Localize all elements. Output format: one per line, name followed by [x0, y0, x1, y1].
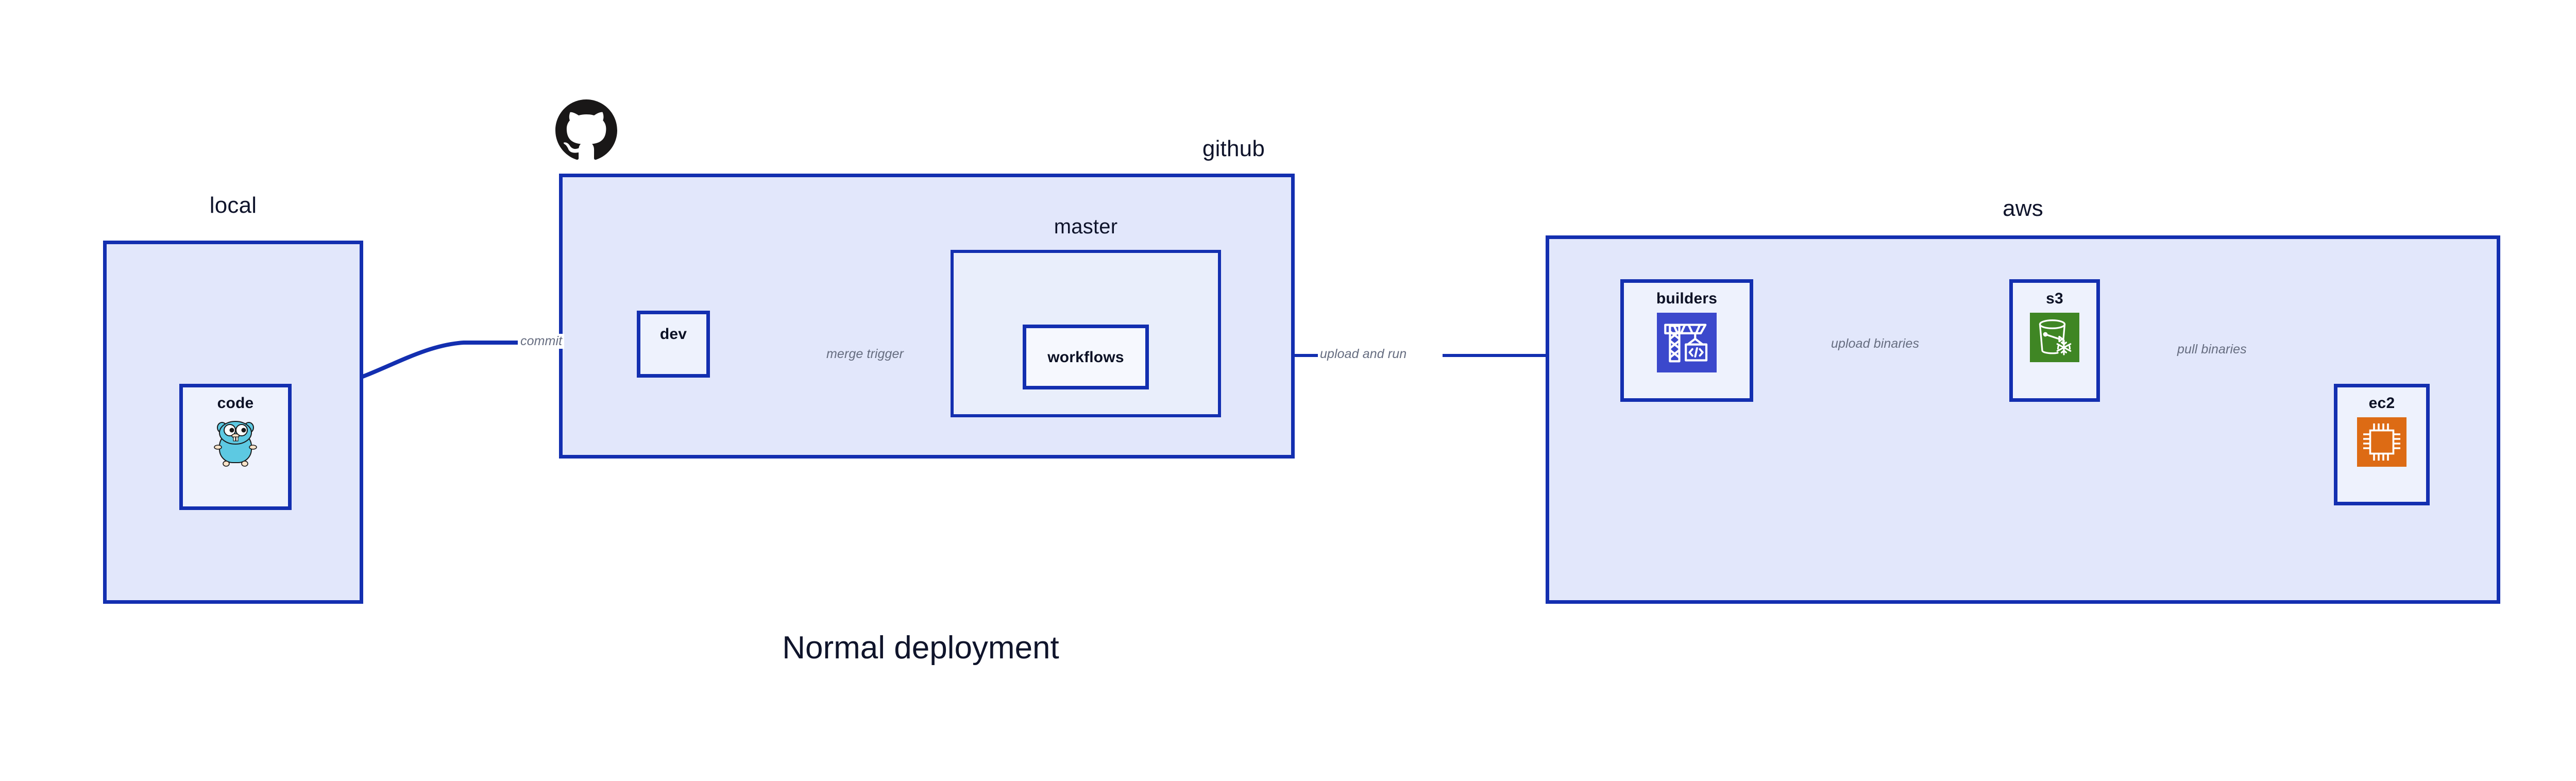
node-dev-label: dev: [659, 326, 687, 343]
node-code-label: code: [217, 395, 254, 412]
group-label-github: github: [1202, 136, 1265, 161]
node-dev[interactable]: dev: [637, 311, 710, 378]
edge-label-pull-binaries: pull binaries: [2175, 342, 2249, 357]
group-label-master: master: [1054, 215, 1118, 238]
diagram-title-text: Normal deployment: [782, 630, 1059, 666]
github-octocat-icon: [555, 97, 617, 164]
aws-ec2-icon: [2357, 417, 2406, 467]
node-builders[interactable]: builders: [1620, 279, 1753, 402]
group-label-local: local: [209, 193, 257, 218]
edge-label-merge-trigger: merge trigger: [824, 347, 906, 362]
go-gopher-icon: [213, 417, 258, 467]
node-builders-label: builders: [1656, 290, 1718, 307]
aws-codebuild-icon: [1657, 313, 1717, 372]
node-workflows[interactable]: workflows: [1023, 325, 1149, 389]
aws-s3-icon: [2030, 313, 2079, 362]
node-ec2[interactable]: ec2: [2334, 384, 2430, 505]
node-s3-label: s3: [2046, 290, 2063, 307]
edge-label-upload-binaries: upload binaries: [1829, 336, 1922, 351]
edge-label-upload-and-run: upload and run: [1318, 347, 1409, 362]
node-s3[interactable]: s3: [2009, 279, 2100, 402]
node-code[interactable]: code: [179, 384, 292, 510]
diagram-title: Normal deployment: [0, 630, 2576, 666]
edge-label-commit: commit: [518, 334, 565, 349]
node-workflows-label: workflows: [1047, 349, 1124, 366]
group-label-aws: aws: [2003, 196, 2043, 221]
node-ec2-label: ec2: [2368, 395, 2395, 412]
